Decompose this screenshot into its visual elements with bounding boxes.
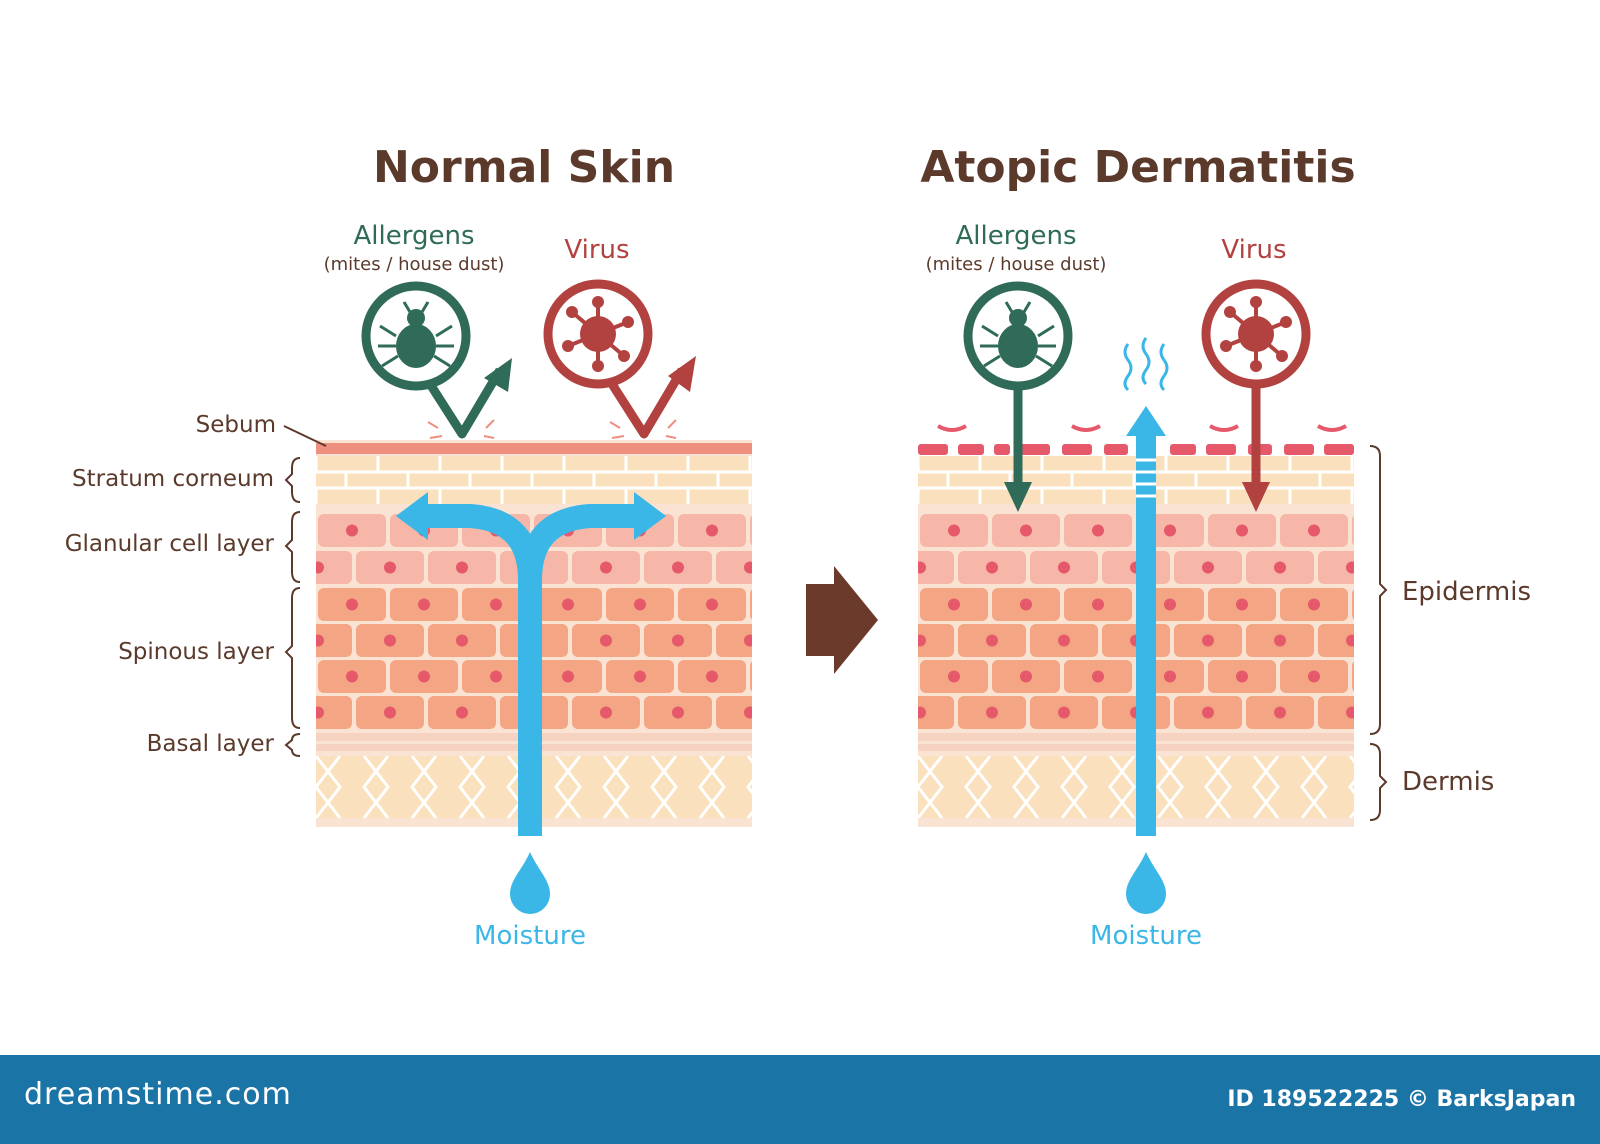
- virus-label-left: Virus: [564, 235, 629, 265]
- allergens-note-right: (mites / house dust): [926, 254, 1107, 275]
- water-drop-icon: [510, 852, 550, 914]
- water-drop-icon: [1126, 852, 1166, 914]
- atopic-dermatitis-panel: Allergens (mites / house dust) Virus: [870, 221, 1531, 951]
- label-epidermis: Epidermis: [1402, 577, 1531, 607]
- normal-skin-panel: Allergens (mites / house dust) Virus Moi…: [65, 221, 820, 951]
- label-dermis: Dermis: [1402, 767, 1494, 797]
- allergens-note-left: (mites / house dust): [324, 254, 505, 275]
- moisture-label-right: Moisture: [1090, 921, 1202, 951]
- mite-icon: [968, 286, 1068, 386]
- moisture-label-left: Moisture: [474, 921, 586, 951]
- label-granular-layer: Glanular cell layer: [65, 531, 275, 557]
- skin-comparison-diagram: Normal Skin Atopic Dermatitis Allergens …: [0, 0, 1600, 1055]
- arrow-right-icon: [806, 566, 878, 674]
- virus-label-right: Virus: [1221, 235, 1286, 265]
- footer-image-id: ID 189522225 © BarksJapan: [1227, 1087, 1576, 1112]
- label-sebum: Sebum: [196, 412, 276, 438]
- footer-logo: dreamstime.com: [24, 1077, 292, 1112]
- title-normal-skin: Normal Skin: [373, 142, 675, 193]
- allergens-label-left: Allergens: [354, 221, 475, 251]
- label-basal-layer: Basal layer: [147, 731, 275, 757]
- title-atopic-dermatitis: Atopic Dermatitis: [920, 142, 1355, 193]
- label-spinous-layer: Spinous layer: [118, 639, 274, 665]
- sebum-layer-left: [316, 443, 752, 454]
- footer-bar: dreamstime.com ID 189522225 © BarksJapan: [0, 1055, 1600, 1144]
- moisture-escape-arrow: [1136, 432, 1156, 836]
- virus-icon: [1206, 284, 1306, 384]
- allergens-label-right: Allergens: [956, 221, 1077, 251]
- vapor-icon: [1125, 338, 1167, 390]
- label-stratum-corneum: Stratum corneum: [72, 466, 274, 492]
- skin-block-left: [268, 440, 820, 827]
- mite-icon: [366, 286, 466, 386]
- virus-icon: [548, 284, 648, 384]
